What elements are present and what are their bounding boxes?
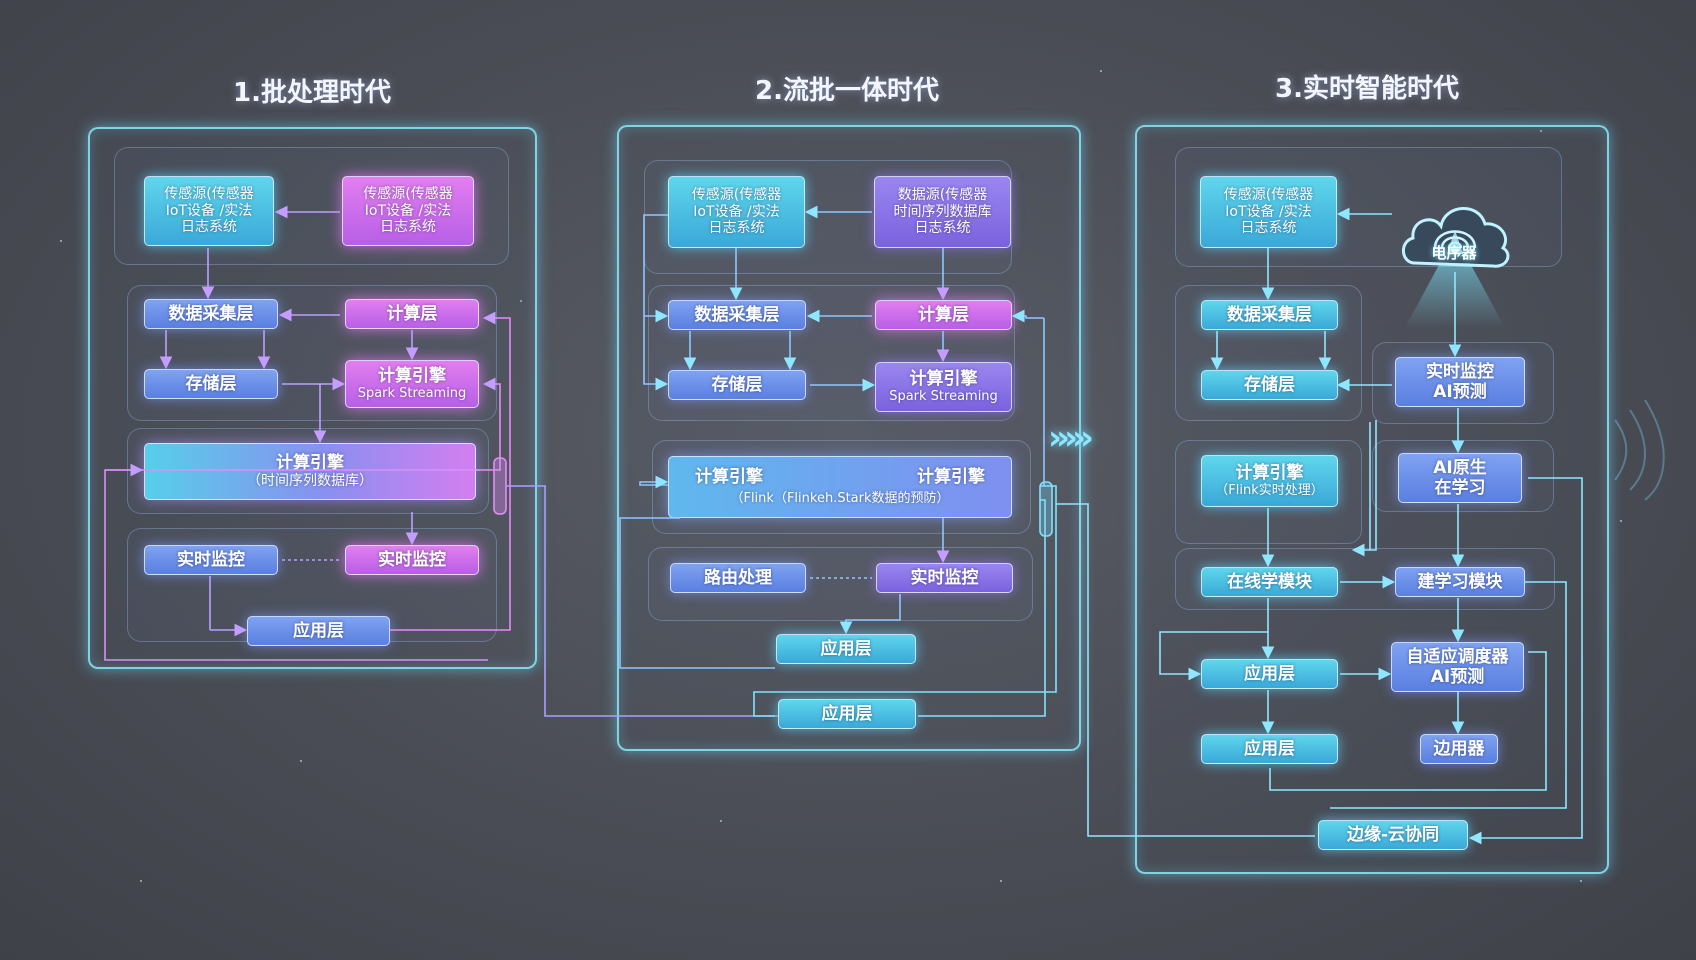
stage3-title: 3.实时智能时代 bbox=[1275, 74, 1459, 104]
stage1-title: 1.批处理时代 bbox=[233, 78, 391, 108]
stage1-source-a: 传感源(传感器 IoT设备 /实法 日志系统 bbox=[144, 176, 274, 246]
source-line: 数据源(传感器 bbox=[897, 186, 988, 203]
stage3-online-learning: 在线学模块 bbox=[1201, 567, 1338, 597]
stage3-engine: 计算引擎 （Flink实时处理） bbox=[1201, 455, 1338, 507]
engine-sublabel: （时间序列数据库） bbox=[247, 473, 373, 490]
stage1-app-layer: 应用层 bbox=[247, 616, 390, 646]
engine-label: 计算引擎 bbox=[1235, 463, 1304, 483]
stage3-ai-native: AI原生 在学习 bbox=[1398, 453, 1522, 503]
stage3-edge-cloud: 边缘-云协同 bbox=[1318, 820, 1468, 850]
engine-sublabel: （Flink实时处理） bbox=[1215, 483, 1324, 499]
stage3-collect-layer: 数据采集层 bbox=[1201, 300, 1338, 330]
star bbox=[1100, 70, 1102, 72]
stage3-monitor-ai: 实时监控 AI预测 bbox=[1395, 357, 1525, 407]
star bbox=[1580, 880, 1582, 882]
node-line: 实时监控 bbox=[1426, 361, 1494, 382]
stage1-engine-big: 计算引擎 （时间序列数据库） bbox=[144, 443, 476, 500]
star bbox=[720, 820, 722, 822]
stage1-collect-layer: 数据采集层 bbox=[144, 299, 278, 329]
stage2-engine-wide: 计算引擎 计算引擎 （Flink（Flinkeh.Stark数据的预防） bbox=[668, 456, 1012, 518]
source-line: 传感源(传感器 bbox=[164, 185, 254, 202]
cloud-label: 电序器 bbox=[1431, 244, 1477, 262]
engine-label: 计算引擎 bbox=[378, 366, 446, 386]
star bbox=[140, 880, 142, 882]
stage3-edge-app: 边用器 bbox=[1420, 734, 1498, 764]
engine-label: 计算引擎 bbox=[695, 467, 763, 487]
stage3-storage-layer: 存储层 bbox=[1201, 370, 1338, 400]
stage3-learning-module: 建学习模块 bbox=[1395, 567, 1525, 597]
stage3-source: 传感源(传感器 IoT设备 /实法 日志系统 bbox=[1200, 176, 1337, 248]
stage1-monitor-b: 实时监控 bbox=[345, 545, 479, 575]
node-line: 自适应调度器 bbox=[1406, 646, 1509, 667]
stage1-storage-layer: 存储层 bbox=[144, 369, 278, 399]
node-line: AI预测 bbox=[1433, 382, 1487, 402]
stage1-monitor-a: 实时监控 bbox=[144, 545, 278, 575]
stage2-monitor-a: 路由处理 bbox=[670, 563, 806, 593]
stage2-storage-layer: 存储层 bbox=[668, 370, 806, 400]
star bbox=[300, 760, 302, 762]
star bbox=[60, 240, 62, 242]
engine-label: 计算引擎 bbox=[276, 452, 344, 473]
transition-chevron-icon: ››››› bbox=[1048, 418, 1094, 458]
source-line: 时间序列数据库 bbox=[893, 203, 992, 220]
stage2-collect-layer: 数据采集层 bbox=[668, 300, 806, 330]
stage2-source-a: 传感源(传感器 IoT设备 /实法 日志系统 bbox=[668, 176, 805, 248]
stage3-app-layer-b: 应用层 bbox=[1201, 734, 1338, 764]
stage3-app-layer-a: 应用层 bbox=[1201, 659, 1338, 689]
node-line: AI预测 bbox=[1430, 667, 1485, 687]
engine-sublabel: Spark Streaming bbox=[357, 386, 467, 402]
stage1-engine: 计算引擎 Spark Streaming bbox=[345, 360, 479, 408]
node-line: AI原生 bbox=[1433, 457, 1487, 478]
stage2-monitor-b: 实时监控 bbox=[876, 563, 1013, 593]
source-line: 日志系统 bbox=[1240, 220, 1297, 237]
star bbox=[1620, 520, 1622, 522]
source-line: 传感源(传感器 bbox=[1223, 186, 1314, 203]
star bbox=[1540, 130, 1542, 132]
engine-wide-row: 计算引擎 计算引擎 bbox=[695, 467, 985, 487]
star bbox=[520, 300, 522, 302]
stage2-app-layer-a: 应用层 bbox=[776, 634, 916, 664]
engine-sublabel: Spark Streaming bbox=[889, 389, 998, 405]
star bbox=[1000, 880, 1002, 882]
stage2-compute-layer: 计算层 bbox=[875, 300, 1012, 330]
source-line: 日志系统 bbox=[181, 219, 237, 236]
node-line: 在学习 bbox=[1434, 478, 1486, 498]
source-line: 传感源(传感器 bbox=[691, 186, 782, 203]
source-line: 日志系统 bbox=[708, 220, 765, 237]
source-line: IoT设备 /实法 bbox=[165, 202, 253, 219]
stage2-app-layer-b: 应用层 bbox=[778, 699, 916, 729]
stage3-scheduler: 自适应调度器 AI预测 bbox=[1391, 642, 1524, 692]
source-line: IoT设备 /实法 bbox=[1225, 203, 1312, 220]
stage1-compute-layer: 计算层 bbox=[345, 299, 479, 329]
stage2-source-b: 数据源(传感器 时间序列数据库 日志系统 bbox=[874, 176, 1011, 248]
source-line: 传感源(传感器 bbox=[363, 185, 453, 202]
stage1-source-b: 传感源(传感器 IoT设备 /实法 日志系统 bbox=[342, 176, 474, 246]
engine-label: 计算引擎 bbox=[917, 467, 985, 487]
engine-label: 计算引擎 bbox=[909, 369, 978, 389]
source-line: 日志系统 bbox=[380, 219, 436, 236]
source-line: IoT设备 /实法 bbox=[693, 203, 780, 220]
source-line: IoT设备 /实法 bbox=[364, 202, 452, 219]
engine-sublabel: （Flink（Flinkeh.Stark数据的预防） bbox=[730, 491, 950, 507]
stage2-engine: 计算引擎 Spark Streaming bbox=[875, 362, 1012, 412]
source-line: 日志系统 bbox=[914, 220, 971, 237]
stage2-title: 2.流批一体时代 bbox=[755, 76, 939, 106]
